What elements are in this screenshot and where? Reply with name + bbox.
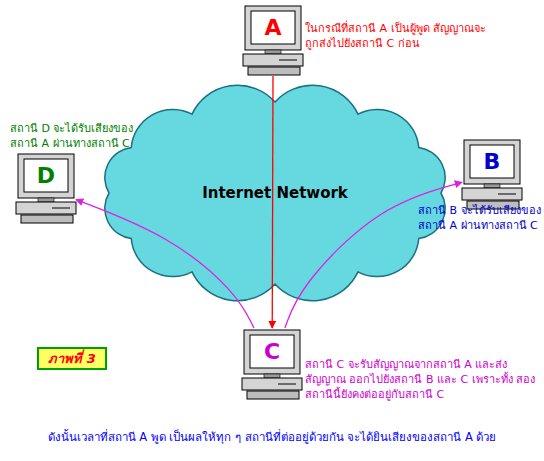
connector-group xyxy=(76,76,462,328)
station-letter: D xyxy=(24,159,68,192)
keyboard xyxy=(247,391,299,399)
keyboard xyxy=(248,67,300,75)
drive-slot xyxy=(498,194,516,195)
monitor-screen xyxy=(250,335,294,368)
monitor-stand xyxy=(264,374,280,378)
computer-case xyxy=(242,378,302,390)
annotation-note: สถานี B จะได้รับเสียงของ สถานี A ผ่านทาง… xyxy=(418,204,544,234)
station-computer: D xyxy=(16,152,76,224)
annotation-note: สถานี D จะได้รับเสียงของ สถานี A ผ่านทาง… xyxy=(10,122,162,152)
network-name: Internet Network xyxy=(95,88,455,298)
figure-number: ภาพที่ 3 xyxy=(39,349,105,368)
monitor-stand xyxy=(38,198,54,202)
station-letter: C xyxy=(250,335,294,368)
monitor-stand xyxy=(484,184,500,188)
keyboard xyxy=(21,215,73,223)
drive-slot xyxy=(279,60,297,61)
station-computer: C xyxy=(242,328,302,400)
annotation-note: สถานี C จะรับสัญญาณจากสถานี A และส่ง สัญ… xyxy=(305,358,543,403)
figure-tag: ภาพที่ 3 xyxy=(37,347,107,370)
drive-slot xyxy=(278,384,296,385)
computer-case xyxy=(243,54,303,66)
network-cloud: Internet Network xyxy=(95,88,455,298)
figure-caption: ดังนั้นเวลาที่สถานี A พูด เป็นผลให้ทุก ๆ… xyxy=(0,430,544,446)
annotation-note: ในกรณีที่สถานี A เป็นผู้พูด สัญญาณจะถูกส… xyxy=(305,22,497,52)
station-letter: B xyxy=(470,145,514,178)
monitor-screen xyxy=(24,159,68,192)
station-computer: A xyxy=(243,4,303,76)
signal-arrow xyxy=(285,182,462,328)
signal-arrow xyxy=(272,76,274,328)
monitor-screen xyxy=(251,11,295,44)
monitor-body xyxy=(245,6,301,50)
station-computer: B xyxy=(462,138,522,210)
computer-case xyxy=(16,202,76,214)
drive-slot xyxy=(52,208,70,209)
station-letter: A xyxy=(251,11,295,44)
signal-arrow xyxy=(76,200,254,328)
computer-case xyxy=(462,188,522,200)
monitor-stand xyxy=(265,50,281,54)
monitor-body xyxy=(18,154,74,198)
monitor-body xyxy=(464,140,520,184)
monitor-screen xyxy=(470,145,514,178)
monitor-body xyxy=(244,330,300,374)
